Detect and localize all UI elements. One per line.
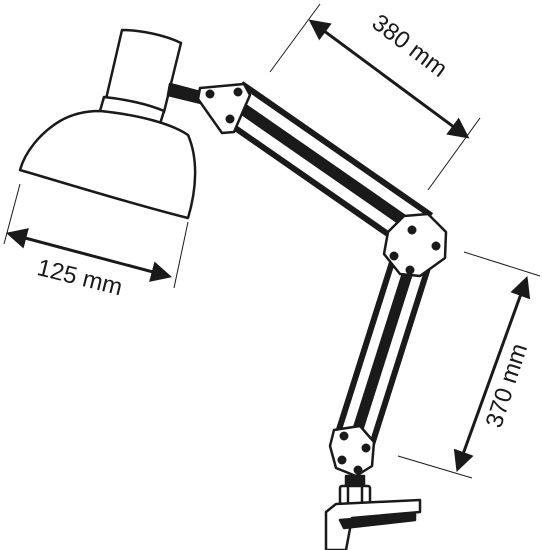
table-clamp [324, 474, 422, 550]
upper-arm [216, 81, 434, 251]
base-joint [328, 424, 376, 478]
lamp-shade [18, 28, 206, 220]
top-joint [196, 82, 252, 135]
clamp-body [324, 498, 422, 550]
clamp-inner [338, 512, 417, 530]
pivot-nut [338, 484, 372, 506]
shade-dome [18, 109, 197, 220]
elbow-joint [382, 212, 448, 278]
